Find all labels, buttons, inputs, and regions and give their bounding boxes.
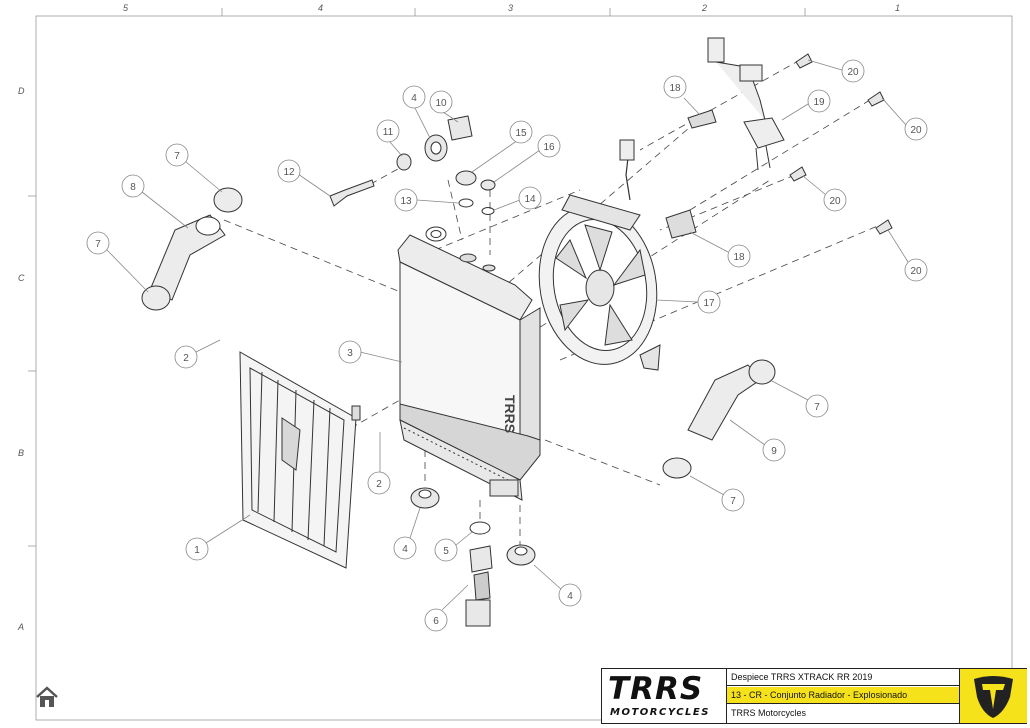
svg-text:18: 18	[733, 252, 745, 263]
svg-text:16: 16	[543, 142, 555, 153]
clip-18	[665, 109, 717, 239]
callout-18a: 18	[663, 75, 701, 116]
document-title: Despiece TRRS XTRACK RR 2019	[727, 669, 959, 686]
svg-text:4: 4	[567, 591, 573, 602]
callout-15: 15	[471, 120, 533, 173]
svg-text:2: 2	[183, 353, 189, 364]
callout-6: 6	[424, 584, 469, 632]
svg-text:TRRS: TRRS	[502, 395, 518, 433]
svg-text:19: 19	[813, 97, 825, 108]
zone-col-5: 5	[123, 3, 129, 13]
svg-text:7: 7	[95, 239, 101, 250]
svg-text:20: 20	[910, 125, 922, 136]
svg-text:15: 15	[515, 128, 527, 139]
callout-4c: 4	[533, 564, 582, 607]
svg-text:4: 4	[411, 93, 417, 104]
callout-14: 14	[493, 186, 542, 211]
zone-row-a: A	[18, 622, 25, 632]
trrs-shield-icon	[974, 676, 1013, 718]
svg-text:20: 20	[910, 266, 922, 277]
company-name: TRRS Motorcycles	[731, 708, 807, 718]
svg-text:12: 12	[283, 167, 295, 178]
callout-5: 5	[434, 531, 473, 562]
callout-7c: 7	[769, 379, 829, 418]
svg-text:20: 20	[847, 67, 859, 78]
callout-17: 17	[655, 290, 721, 314]
small-parts	[329, 115, 536, 627]
svg-text:6: 6	[433, 616, 439, 627]
svg-text:7: 7	[730, 496, 736, 507]
callout-7a: 7	[165, 143, 223, 193]
callout-9: 9	[729, 419, 786, 462]
svg-text:7: 7	[814, 402, 820, 413]
svg-text:5: 5	[443, 546, 449, 557]
svg-text:4: 4	[402, 544, 408, 555]
callout-7d: 7	[689, 475, 745, 512]
svg-text:11: 11	[383, 127, 394, 138]
zone-row-d: D	[18, 86, 25, 96]
callout-13: 13	[394, 188, 459, 212]
fan-switch	[707, 37, 785, 171]
callout-8: 8	[121, 174, 189, 229]
zone-row-c: C	[18, 273, 25, 283]
svg-text:17: 17	[703, 298, 715, 309]
logo-subtitle: MOTORCYCLES	[610, 707, 710, 718]
svg-text:13: 13	[400, 196, 412, 207]
home-button[interactable]	[34, 685, 60, 709]
logo: TRRS MOTORCYCLES	[602, 669, 727, 723]
logo-wordmark: TRRS	[608, 671, 704, 707]
svg-text:8: 8	[130, 182, 136, 193]
callout-20c: 20	[802, 175, 847, 212]
zone-col-2: 2	[702, 3, 708, 13]
brand-mark	[959, 669, 1027, 723]
zone-row-b: B	[18, 448, 25, 458]
svg-text:3: 3	[347, 348, 353, 359]
callout-4b: 4	[393, 507, 421, 560]
svg-text:7: 7	[174, 151, 180, 162]
callout-20d: 20	[887, 229, 928, 282]
svg-text:10: 10	[435, 98, 447, 109]
radiator: TRRS	[397, 226, 541, 501]
svg-text:1: 1	[194, 545, 200, 556]
svg-text:14: 14	[524, 194, 536, 205]
title-block: TRRS MOTORCYCLES Despiece TRRS XTRACK RR…	[601, 668, 1027, 724]
zone-col-1: 1	[895, 3, 901, 13]
callout-2b: 2	[367, 432, 391, 495]
callout-11: 11	[376, 119, 403, 157]
svg-text:9: 9	[771, 446, 777, 457]
radiator-guard	[239, 351, 361, 569]
callout-20a: 20	[807, 59, 865, 83]
cooling-fan	[538, 139, 661, 371]
hoses	[141, 187, 776, 479]
svg-text:18: 18	[669, 83, 681, 94]
callout-7b: 7	[86, 231, 149, 293]
home-icon	[36, 686, 58, 707]
callout-19: 19	[781, 89, 831, 121]
zone-col-3: 3	[508, 3, 514, 13]
callout-3: 3	[338, 340, 403, 364]
callout-12: 12	[277, 159, 331, 197]
callout-2a: 2	[174, 339, 221, 369]
callout-16: 16	[493, 134, 561, 183]
svg-text:20: 20	[829, 196, 841, 207]
section-title: 13 - CR - Conjunto Radiador - Explosiona…	[727, 687, 959, 704]
drawing-frame	[28, 8, 1013, 721]
callout-1: 1	[185, 514, 251, 561]
callout-4a: 4	[402, 85, 431, 139]
zone-col-4: 4	[318, 3, 324, 13]
callout-bubbles: 20 20 19 18 4 10 11 15 16 12 13 14 7 8 7…	[86, 59, 928, 632]
callout-18b: 18	[689, 231, 751, 268]
svg-text:2: 2	[376, 479, 382, 490]
callout-20b: 20	[881, 97, 928, 141]
callout-10: 10	[429, 90, 459, 123]
